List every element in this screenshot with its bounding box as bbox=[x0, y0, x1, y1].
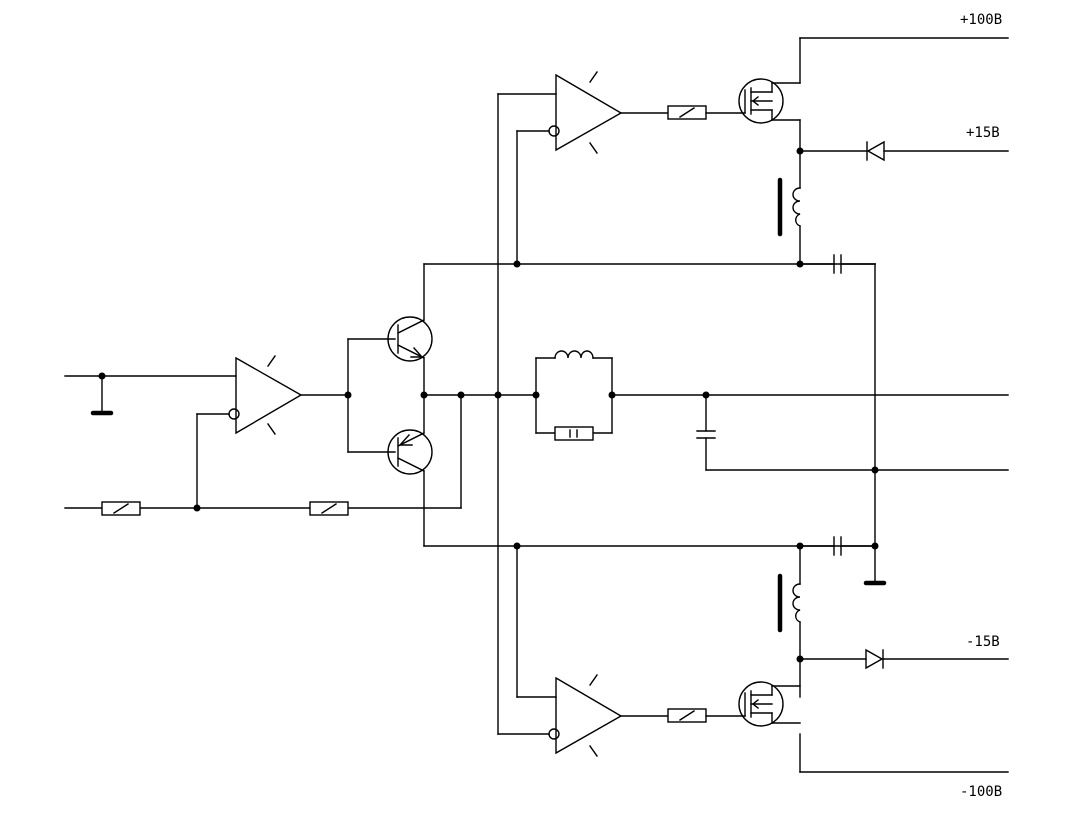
input-resistor bbox=[101, 501, 141, 516]
pnp-transistor bbox=[387, 429, 433, 475]
lower-diode bbox=[865, 648, 884, 670]
label-minus-100v: -100В bbox=[960, 784, 1002, 800]
output-filter bbox=[535, 350, 1009, 441]
feedback-resistor bbox=[309, 501, 349, 516]
junction-dots bbox=[98, 147, 879, 663]
upper-driver-opamp bbox=[548, 71, 623, 154]
lower-gate-resistor bbox=[667, 708, 707, 723]
driver-bus bbox=[497, 93, 557, 735]
upper-mosfet bbox=[738, 78, 801, 124]
label-plus-15v: +15В bbox=[966, 125, 1000, 141]
upper-gate-resistor bbox=[667, 105, 707, 120]
lower-capacitor bbox=[799, 536, 876, 556]
lower-opamp bbox=[548, 674, 623, 757]
output-capacitor bbox=[696, 394, 1009, 471]
lower-mosfet bbox=[738, 681, 801, 727]
lower-inductor bbox=[777, 545, 801, 633]
upper-capacitor bbox=[799, 254, 876, 274]
upper-inductor bbox=[777, 177, 801, 237]
label-plus-100v: +100В bbox=[960, 12, 1002, 28]
input-opamp bbox=[228, 355, 303, 435]
label-minus-15v: -15В bbox=[966, 634, 1000, 650]
upper-power-rails bbox=[799, 37, 1009, 265]
input-wiring bbox=[64, 375, 462, 509]
npn-transistor bbox=[387, 316, 433, 362]
upper-diode bbox=[866, 140, 885, 162]
